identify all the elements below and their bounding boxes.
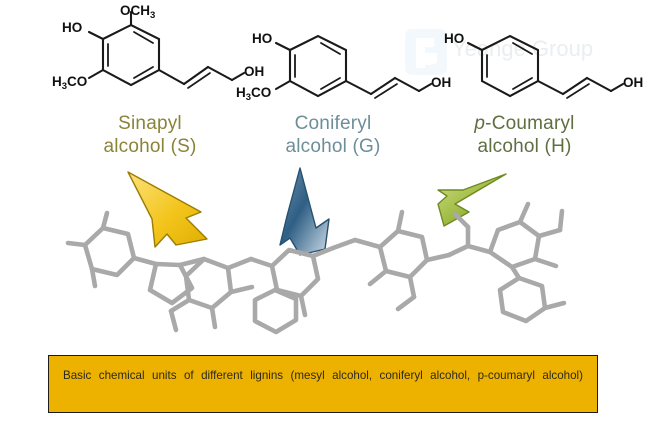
coniferyl-label-ho: HO: [252, 31, 272, 46]
coniferyl-name-line1: Coniferyl: [294, 113, 372, 134]
sinapyl-alcohol-structure: OCH3 HO H3CO OH: [48, 3, 264, 111]
coniferyl-alcohol-structure: HO H3CO OH: [236, 30, 452, 112]
coumaryl-label-oh: OH: [623, 75, 643, 90]
coniferyl-name-line2: alcohol (G): [285, 136, 381, 157]
sinapyl-arrow-icon: [127, 171, 208, 248]
sinapyl-alcohol-label: Sinapyl alcohol (S): [60, 112, 240, 158]
coumaryl-name-line1: -Coumaryl: [485, 113, 575, 134]
caption-box: Basic chemical units of different lignin…: [48, 355, 598, 413]
lignin-polymer-network: [65, 201, 567, 335]
coumaryl-name-prefix: p: [474, 113, 486, 134]
sinapyl-label-och3: OCH3: [120, 3, 155, 21]
sinapyl-name-line1: Sinapyl: [118, 113, 182, 134]
sinapyl-name-line2: alcohol (S): [103, 136, 197, 157]
coniferyl-label-h3co: H3CO: [236, 85, 271, 103]
sinapyl-label-ho: HO: [62, 20, 82, 35]
sinapyl-label-oh: OH: [244, 64, 264, 79]
coniferyl-alcohol-label: Coniferyl alcohol (G): [248, 112, 418, 158]
coumaryl-name-line2: alcohol (H): [477, 136, 572, 157]
coumaryl-label-ho: HO: [444, 31, 464, 46]
coniferyl-label-oh: OH: [431, 75, 451, 90]
coumaryl-alcohol-structure: HO OH: [444, 31, 643, 112]
sinapyl-label-h3co: H3CO: [52, 74, 87, 92]
caption-text: Basic chemical units of different lignin…: [63, 369, 583, 382]
coumaryl-alcohol-label: p-Coumaryl alcohol (H): [432, 112, 617, 158]
